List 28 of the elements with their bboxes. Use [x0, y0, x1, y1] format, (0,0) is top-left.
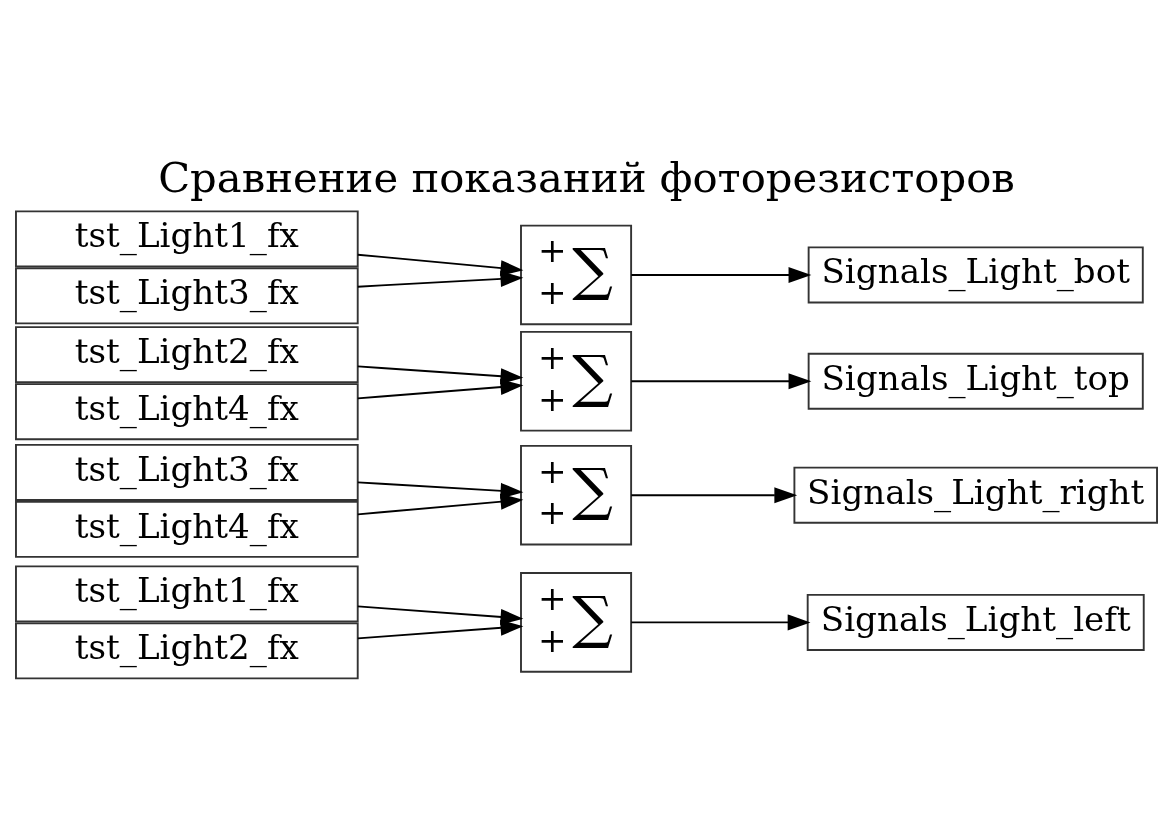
node-box: Signals_Light_bot	[807, 246, 1144, 304]
node-box: tst_Light2_fx	[15, 622, 359, 680]
node-box: Signals_Light_top	[807, 352, 1144, 410]
node-box: tst_Light2_fx	[15, 326, 359, 384]
node-box: +∑ +	[520, 330, 633, 432]
node-box: +∑ +	[520, 444, 633, 546]
node-box: Signals_Light_right	[793, 466, 1158, 524]
arrow	[630, 487, 798, 504]
arrow	[356, 605, 524, 625]
arrow	[356, 270, 524, 288]
node-box: Signals_Light_left	[806, 593, 1145, 651]
arrow	[630, 266, 812, 283]
node-box: tst_Light1_fx	[15, 565, 359, 623]
node-box: tst_Light4_fx	[15, 383, 359, 441]
node-box: tst_Light1_fx	[15, 210, 359, 268]
arrow	[356, 493, 524, 516]
arrow	[356, 481, 524, 499]
node-box: tst_Light3_fx	[15, 443, 359, 501]
arrow	[630, 614, 811, 631]
arrow	[630, 373, 812, 390]
arrow	[356, 379, 524, 400]
node-box: +∑ +	[520, 224, 633, 326]
diagram-title: Сравнение показаний фоторезисторов	[158, 152, 1015, 202]
node-box: tst_Light4_fx	[15, 500, 359, 558]
node-box: tst_Light3_fx	[15, 267, 359, 325]
node-box: +∑ +	[520, 572, 633, 673]
arrow	[356, 619, 524, 640]
arrow	[356, 253, 524, 277]
